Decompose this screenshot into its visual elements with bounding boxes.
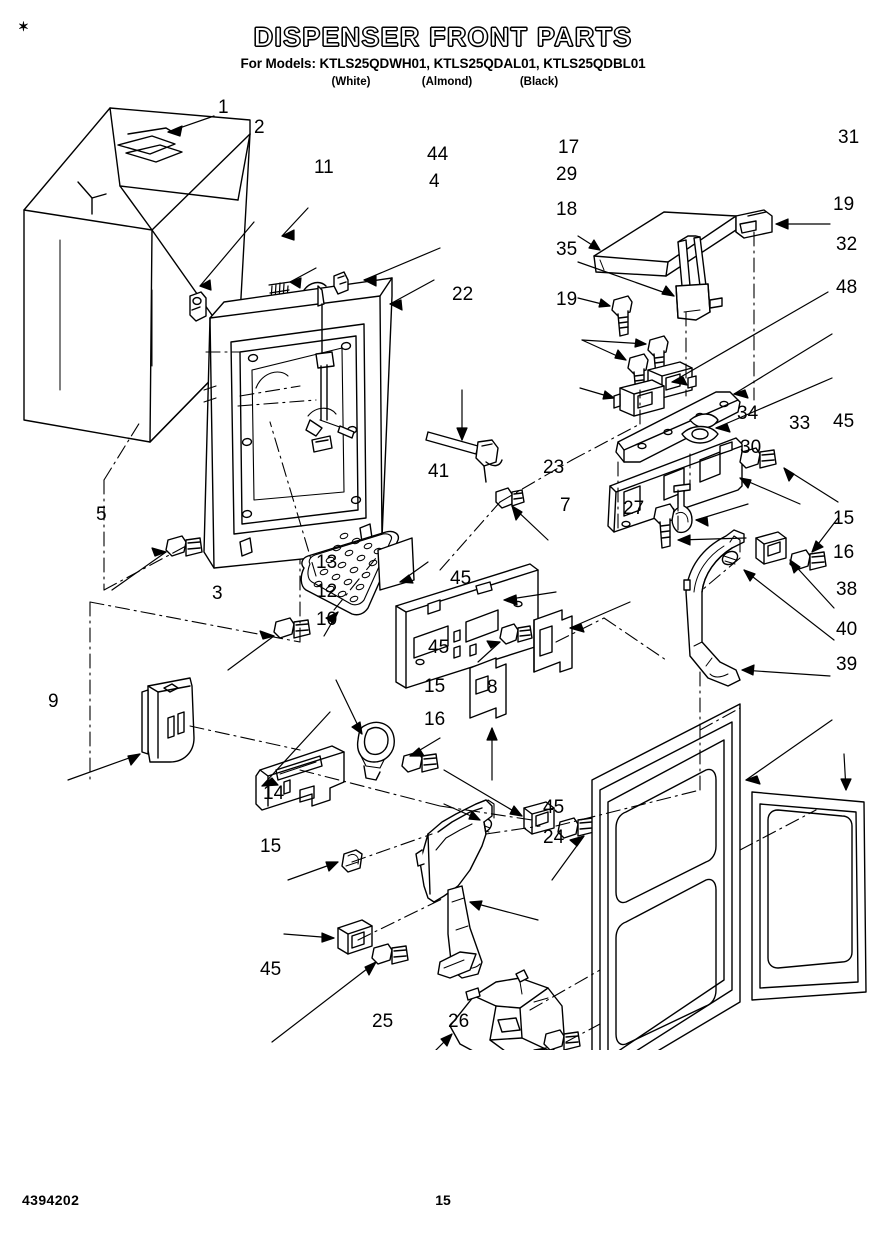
corner-mark: ✶ bbox=[18, 19, 29, 34]
part-plunger-34 bbox=[671, 483, 693, 534]
callout-39: 39 bbox=[836, 654, 858, 675]
part-light-socket bbox=[675, 235, 723, 321]
callout-45c: 45 bbox=[428, 637, 450, 658]
part-screw-5 bbox=[165, 535, 203, 557]
callout-11: 11 bbox=[314, 157, 334, 178]
callout-33: 33 bbox=[789, 413, 811, 434]
callout-35: 35 bbox=[556, 239, 578, 260]
callout-9: 9 bbox=[48, 691, 59, 712]
part-bracket-27 bbox=[533, 609, 573, 673]
leader-lines bbox=[67, 115, 852, 1050]
callout-5: 5 bbox=[96, 504, 107, 525]
color-legend: (White) (Almond) (Black) bbox=[0, 76, 886, 88]
part-label-41 bbox=[377, 537, 415, 591]
callout-22: 22 bbox=[452, 284, 474, 305]
page-title: DISPENSER FRONT PARTS bbox=[253, 21, 633, 52]
part-water-cup bbox=[449, 969, 565, 1050]
grille-slots bbox=[313, 532, 383, 603]
part-door-panel-39 bbox=[751, 791, 867, 1001]
part-screw-23 bbox=[495, 487, 525, 509]
footer-publication-code: 4394202 bbox=[22, 1192, 80, 1208]
callout-45b: 45 bbox=[450, 568, 472, 589]
part-screw-35b bbox=[627, 353, 649, 395]
part-bracket-8 bbox=[469, 657, 507, 719]
footer-page-number: 15 bbox=[435, 1192, 451, 1208]
callout-45a: 45 bbox=[833, 411, 855, 432]
part-grommet bbox=[189, 291, 207, 322]
callout-38: 38 bbox=[836, 579, 858, 600]
part-screw-18 bbox=[611, 295, 633, 337]
part-lever-bracket-10 bbox=[255, 745, 345, 811]
models-line: For Models: KTLS25QDWH01, KTLS25QDAL01, … bbox=[240, 56, 646, 71]
phantom-lines bbox=[89, 231, 817, 1043]
callout-7: 7 bbox=[560, 495, 571, 516]
callout-17: 17 bbox=[558, 137, 580, 158]
color-white: (White) bbox=[331, 76, 371, 88]
callout-40: 40 bbox=[836, 619, 858, 640]
part-clip-14 bbox=[341, 849, 363, 873]
callout-14: 14 bbox=[263, 783, 285, 804]
callout-41: 41 bbox=[428, 461, 450, 482]
part-switch-15-right bbox=[755, 531, 787, 565]
callout-30: 30 bbox=[740, 437, 762, 458]
callout-4: 4 bbox=[429, 171, 440, 192]
callout-18: 18 bbox=[556, 199, 578, 220]
callout-15a: 15 bbox=[833, 508, 855, 529]
part-screw-30 bbox=[653, 503, 675, 549]
part-screw-45-lowerleft bbox=[371, 943, 409, 965]
callout-8: 8 bbox=[487, 677, 498, 698]
part-mounting-plate bbox=[615, 391, 741, 463]
callout-19b: 19 bbox=[556, 289, 578, 310]
callout-16b: 16 bbox=[424, 709, 446, 730]
part-chute-small bbox=[437, 951, 477, 979]
callout-44: 44 bbox=[427, 144, 449, 165]
part-door-panel-40 bbox=[591, 703, 741, 1050]
callout-15c: 15 bbox=[260, 836, 282, 857]
color-almond: (Almond) bbox=[421, 76, 473, 88]
part-cam-12 bbox=[356, 721, 395, 781]
callout-32: 32 bbox=[836, 234, 858, 255]
part-dispenser-lever bbox=[683, 529, 745, 687]
callout-1a: 1 bbox=[218, 97, 229, 118]
callout-24: 24 bbox=[543, 827, 565, 848]
callout-27: 27 bbox=[623, 498, 645, 519]
callout-26: 26 bbox=[448, 1011, 470, 1032]
part-screw-45-panel bbox=[499, 623, 533, 645]
callout-29: 29 bbox=[556, 164, 578, 185]
callout-3: 3 bbox=[212, 583, 223, 604]
callout-48: 48 bbox=[836, 277, 858, 298]
part-screw-3 bbox=[273, 617, 311, 639]
callout-34: 34 bbox=[737, 403, 759, 424]
callout-15b: 15 bbox=[424, 676, 446, 697]
callout-10: 10 bbox=[316, 609, 338, 630]
part-switch-8-center bbox=[523, 801, 555, 835]
callout-2: 2 bbox=[254, 117, 265, 138]
exploded-diagram bbox=[0, 90, 886, 1050]
part-screw-26 bbox=[543, 1029, 581, 1050]
color-black: (Black) bbox=[519, 76, 559, 88]
part-screw-45-upper bbox=[739, 447, 777, 469]
part-switch-15-lower bbox=[337, 919, 373, 955]
callout-16a: 16 bbox=[833, 542, 855, 563]
part-actuator-rod bbox=[303, 271, 355, 453]
callout-19a: 19 bbox=[833, 194, 855, 215]
part-dispenser-pad bbox=[141, 677, 195, 763]
callout-13: 13 bbox=[316, 552, 338, 573]
callout-45e: 45 bbox=[260, 959, 282, 980]
callout-31: 31 bbox=[838, 127, 860, 148]
part-switch-19b bbox=[613, 379, 665, 417]
callout-45d: 45 bbox=[543, 797, 565, 818]
callout-12: 12 bbox=[316, 581, 338, 602]
part-clip-31 bbox=[735, 209, 773, 239]
callout-23: 23 bbox=[543, 457, 565, 478]
part-drip-grille bbox=[300, 530, 400, 616]
part-water-tube bbox=[425, 431, 503, 483]
callout-25: 25 bbox=[372, 1011, 394, 1032]
part-liner-box bbox=[23, 107, 251, 443]
